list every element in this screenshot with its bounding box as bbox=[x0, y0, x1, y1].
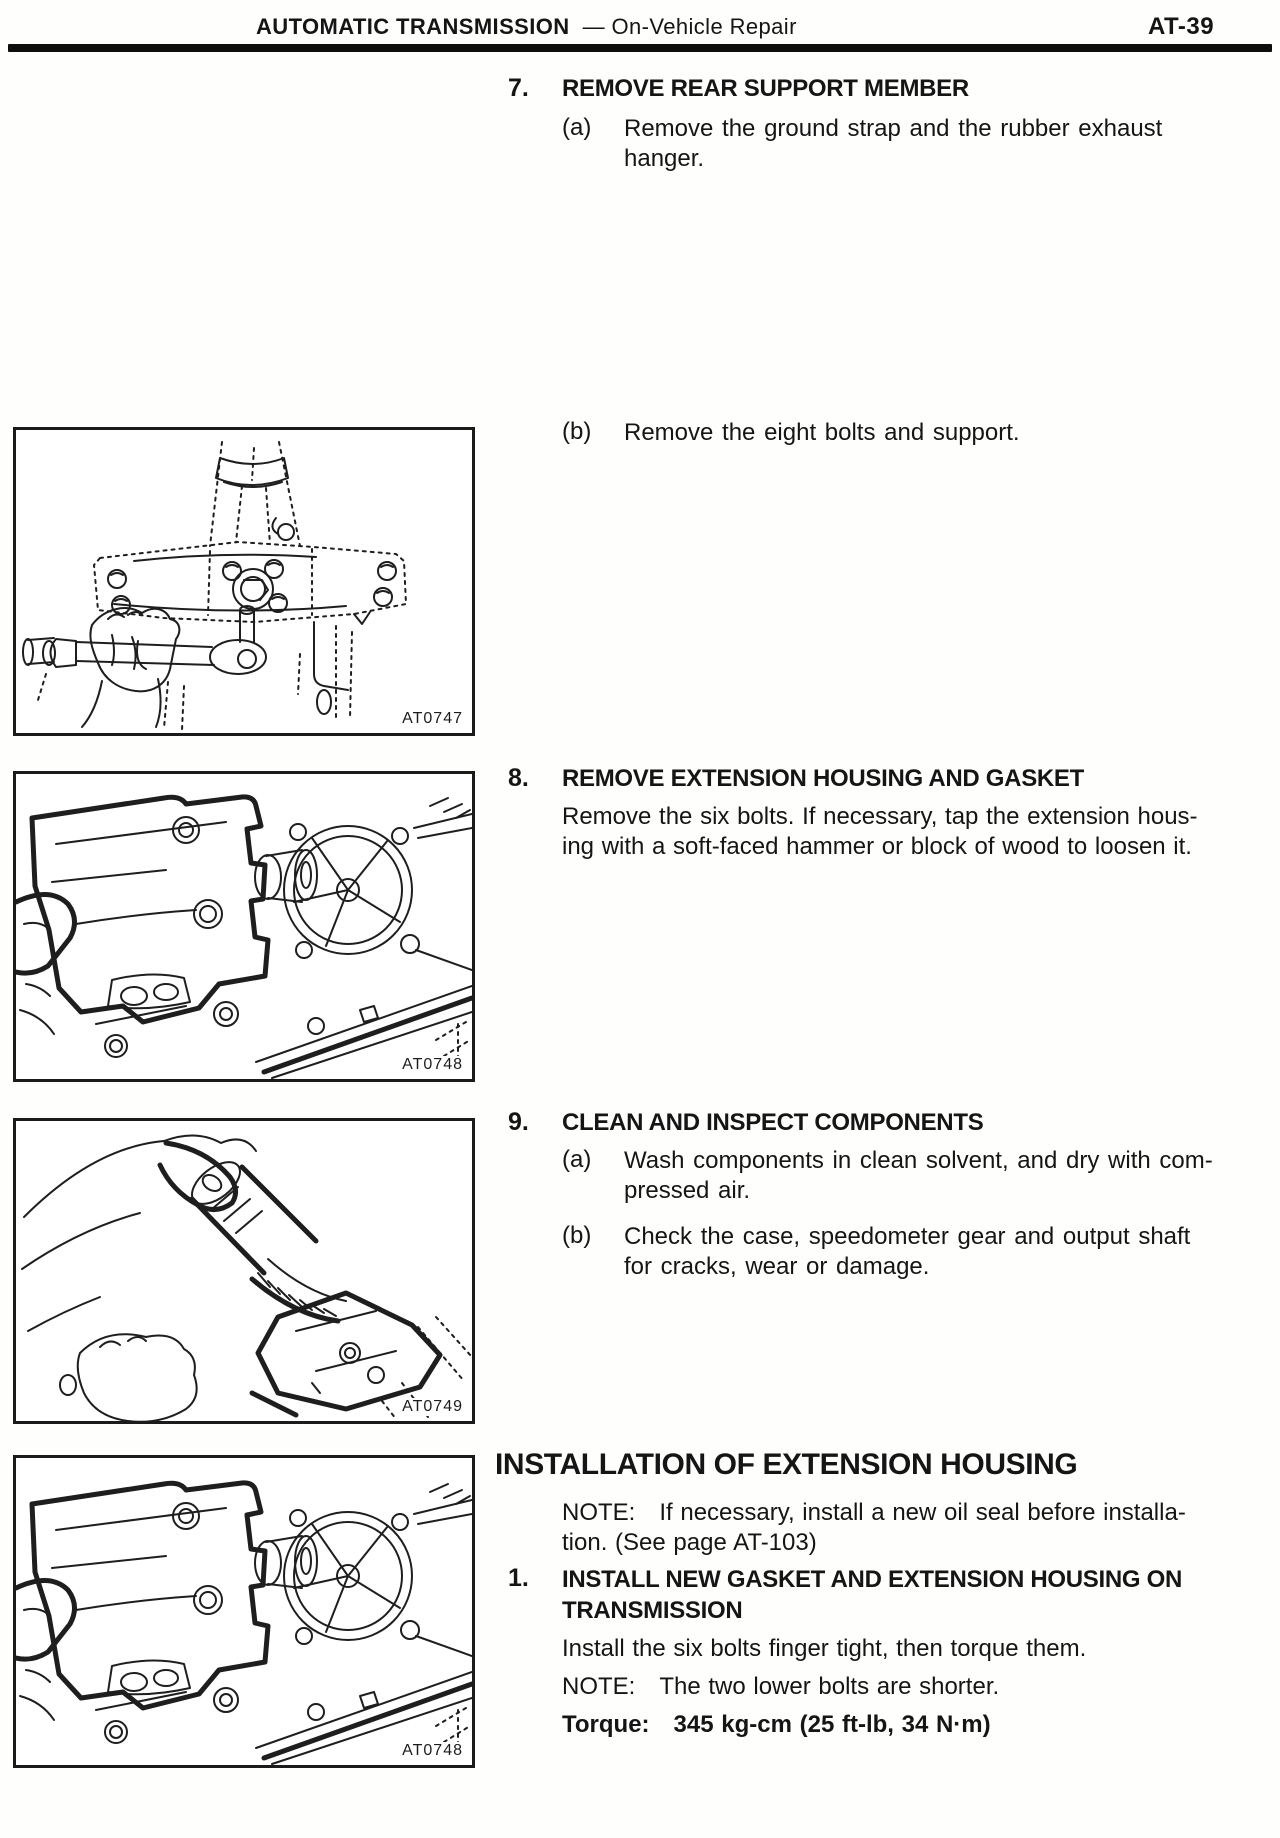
install-step-1-note: NOTE: The two lower bolts are shorter. bbox=[562, 1673, 1000, 1700]
item-b-text: Remove the eight bolts and support. bbox=[624, 419, 1020, 446]
step-8-number: 8. bbox=[508, 764, 529, 792]
step-9-heading-row: 9. CLEAN AND INSPECT COMPONENTS bbox=[508, 1108, 1253, 1138]
page-header-title: AUTOMATIC TRANSMISSION — On-Vehicle Repa… bbox=[256, 14, 797, 40]
install-step-1-body: Install the six bolts finger tight, then… bbox=[562, 1635, 1087, 1662]
figure-code: AT0748 bbox=[398, 1056, 463, 1074]
rear-support-member-illustration bbox=[22, 441, 407, 731]
torque-spec: Torque: 345 kg-cm (25 ft-lb, 34 N·m) bbox=[562, 1711, 991, 1738]
item-a-label: (a) bbox=[562, 1146, 592, 1173]
extension-housing-install-illustration bbox=[16, 1480, 472, 1765]
output-shaft-inspection-illustration bbox=[21, 1134, 472, 1421]
item-a-text: Wash components in clean solvent, and dr… bbox=[624, 1147, 1213, 1204]
header-subsection-title: — On-Vehicle Repair bbox=[582, 14, 797, 39]
installation-note: NOTE: If necessary, install a new oil se… bbox=[562, 1499, 1186, 1556]
step-7-item-b: (b) Remove the eight bolts and support. bbox=[562, 418, 1250, 448]
figure-code: AT0747 bbox=[398, 710, 463, 728]
item-a-text: Remove the ground strap and the rubber e… bbox=[624, 115, 1163, 172]
header-section-title: AUTOMATIC TRANSMISSION bbox=[256, 14, 570, 39]
step-8-heading: REMOVE EXTENSION HOUSING AND GASKET bbox=[562, 765, 1085, 792]
figure-extension-housing-install: AT0748 bbox=[13, 1455, 475, 1768]
figure-extension-housing-removal: AT0748 bbox=[13, 771, 475, 1082]
step-7-item-a: (a) Remove the ground strap and the rubb… bbox=[562, 114, 1250, 174]
step-7-heading-row: 7. REMOVE REAR SUPPORT MEMBER bbox=[508, 74, 1253, 104]
step-7-heading: REMOVE REAR SUPPORT MEMBER bbox=[562, 75, 969, 102]
step-7-number: 7. bbox=[508, 74, 529, 102]
step-8-body: Remove the six bolts. If necessary, tap … bbox=[562, 803, 1198, 860]
step-9-item-b: (b) Check the case, speedometer gear and… bbox=[562, 1222, 1250, 1282]
step-9-heading: CLEAN AND INSPECT COMPONENTS bbox=[562, 1109, 984, 1136]
step-8-heading-row: 8. REMOVE EXTENSION HOUSING AND GASKET bbox=[508, 764, 1253, 794]
figure-code: AT0748 bbox=[398, 1742, 463, 1760]
figure-code: AT0749 bbox=[398, 1398, 463, 1416]
step-9-number: 9. bbox=[508, 1108, 529, 1136]
installation-section-heading: INSTALLATION OF EXTENSION HOUSING bbox=[495, 1448, 1078, 1481]
item-a-label: (a) bbox=[562, 114, 592, 141]
extension-housing-removal-illustration bbox=[16, 794, 472, 1079]
install-step-1-heading-row: 1. INSTALL NEW GASKET AND EXTENSION HOUS… bbox=[508, 1564, 1253, 1626]
install-step-1-heading: INSTALL NEW GASKET AND EXTENSION HOUSING… bbox=[562, 1566, 1183, 1624]
item-b-label: (b) bbox=[562, 418, 592, 445]
page-number: AT-39 bbox=[1148, 13, 1215, 40]
item-b-label: (b) bbox=[562, 1222, 592, 1249]
item-b-text: Check the case, speedometer gear and out… bbox=[624, 1223, 1191, 1280]
figure-output-shaft-inspection: AT0749 bbox=[13, 1118, 475, 1424]
figure-rear-support-member: AT0747 bbox=[13, 427, 475, 736]
step-9-item-a: (a) Wash components in clean solvent, an… bbox=[562, 1146, 1250, 1206]
header-rule bbox=[8, 44, 1272, 52]
install-step-1-number: 1. bbox=[508, 1564, 529, 1592]
